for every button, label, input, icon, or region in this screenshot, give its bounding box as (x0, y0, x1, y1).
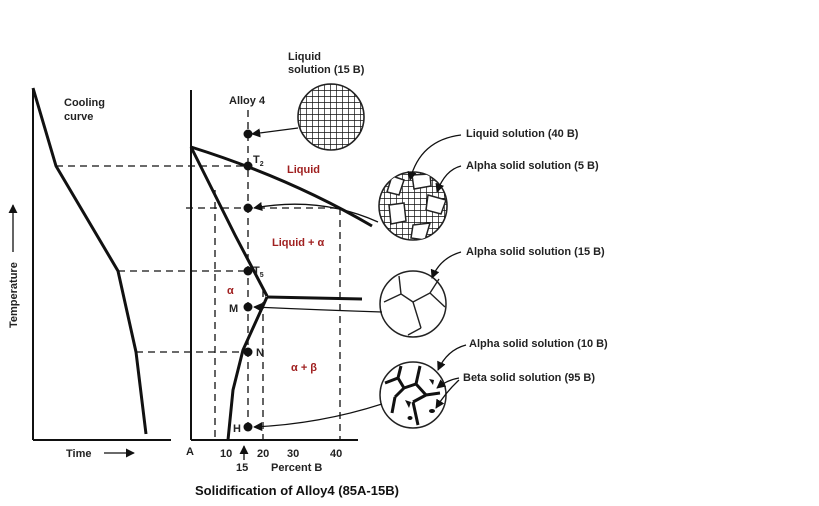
point-t2 (243, 161, 253, 171)
cooling-curve-title-line1: Cooling (64, 97, 105, 109)
time-axis-label: Time (66, 448, 91, 460)
phase-diagram: Alloy 4 T2 T5 M N H Liquid Liquid + α α … (186, 90, 373, 474)
liquidus-line (190, 145, 373, 228)
x-tick-20: 20 (257, 448, 269, 460)
solvus-line (226, 296, 269, 441)
alpha-10b-label: Alpha solid solution (10 B) (469, 338, 608, 350)
arrow-liquid-alpha (253, 202, 379, 223)
point-t2-label: T2 (253, 154, 264, 168)
solidus-line (189, 146, 269, 297)
leader-alpha-10b (437, 344, 467, 371)
leader-alpha-5b (435, 165, 462, 193)
point-m (243, 302, 253, 312)
liquid-40b-label: Liquid solution (40 B) (466, 128, 579, 140)
leader-liquid-40b (407, 134, 462, 181)
microstructure-alpha-beta: Alpha solid solution (10 B) Beta solid s… (253, 338, 608, 432)
point-liquid (243, 129, 253, 139)
point-h (243, 422, 253, 432)
alpha-15b-label: Alpha solid solution (15 B) (466, 246, 605, 258)
alpha-5b-label: Alpha solid solution (5 B) (466, 160, 599, 172)
point-liquid-alpha (243, 203, 253, 213)
cooling-curve-panel: Cooling curve Temperature Time (8, 87, 171, 460)
x-tick-40: 40 (330, 448, 342, 460)
region-alpha-label: α (227, 285, 234, 297)
leader-alpha-15b (430, 251, 462, 279)
axis-origin-label: A (186, 446, 194, 458)
point-h-label: H (233, 423, 241, 435)
arrow-liquid-15b (251, 127, 299, 138)
alloy-4-label: Alloy 4 (229, 95, 266, 107)
eutectic-line (266, 295, 363, 301)
cooling-curve (31, 87, 148, 435)
figure-caption: Solidification of Alloy4 (85A-15B) (195, 483, 399, 498)
region-liquid-alpha-label: Liquid + α (272, 237, 325, 249)
point-n-label: N (256, 347, 264, 359)
percent-b-label: Percent B (271, 462, 322, 474)
temperature-connectors (56, 165, 340, 353)
x-tick-30: 30 (287, 448, 299, 460)
leader-beta-95b (436, 377, 460, 389)
arrow-alpha-beta (253, 403, 383, 432)
cooling-curve-title-line2: curve (64, 111, 93, 123)
beta-95b-label: Beta solid solution (95 B) (463, 372, 595, 384)
x-tick-10: 10 (220, 448, 232, 460)
arrow-alpha-15b (253, 302, 383, 313)
microstructure-liquid-15b: Liquid solution (15 B) (251, 51, 365, 151)
point-m-label: M (229, 303, 238, 315)
point-t5 (243, 266, 253, 276)
microstructure-alpha-15b: Alpha solid solution (15 B) (253, 246, 605, 338)
microstructure-liquid-alpha: Liquid solution (40 B) Alpha solid solut… (253, 128, 599, 241)
point-n (243, 347, 253, 357)
liquid-15b-label-line1: Liquid (288, 51, 321, 63)
point-t5-label: T5 (253, 265, 264, 279)
liquid-15b-label-line2: solution (15 B) (288, 64, 365, 76)
x-marker-15: 15 (236, 462, 248, 474)
temperature-axis-label: Temperature (8, 262, 20, 328)
region-liquid-label: Liquid (287, 164, 320, 176)
leader-beta-95b-2 (435, 379, 460, 409)
region-alpha-beta-label: α + β (291, 362, 317, 374)
